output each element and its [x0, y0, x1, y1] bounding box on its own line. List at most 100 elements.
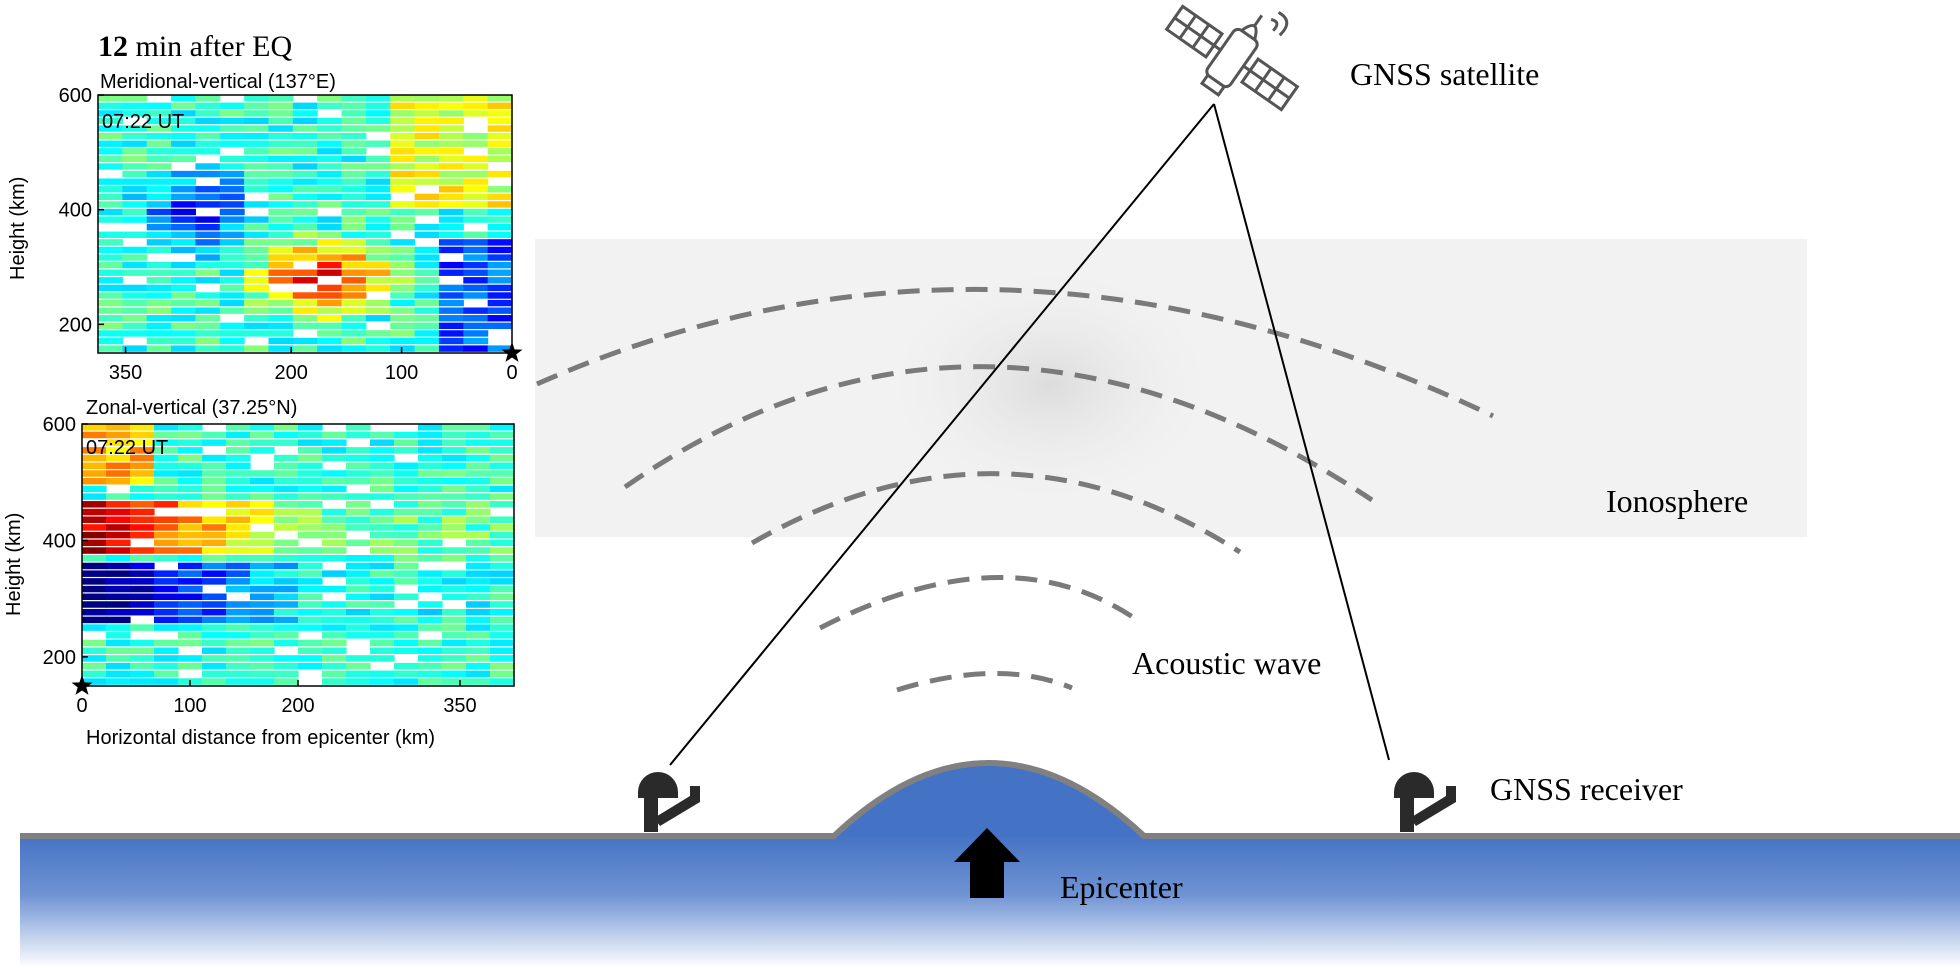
heatmap-cell: [463, 110, 489, 117]
heatmap-cell: [171, 170, 197, 178]
heatmap-cell: [298, 508, 323, 516]
heatmap-cell: [298, 608, 323, 616]
heatmap-cell: [195, 117, 221, 125]
heatmap-cell: [178, 501, 203, 508]
heatmap-cell: [202, 639, 227, 647]
heatmap-cell: [463, 132, 489, 140]
heatmap-cell: [122, 148, 148, 155]
heatmap-cell: [490, 616, 515, 624]
wave-arc-1: [535, 286, 1495, 419]
heatmap-cell: [146, 125, 172, 132]
heatmap-cell: [438, 125, 464, 132]
heatmap-cell: [317, 95, 343, 102]
heatmap-cell: [298, 447, 323, 454]
heatmap-cell: [322, 516, 347, 523]
heatmap-cell: [130, 608, 155, 616]
heatmap-cell: [463, 246, 489, 254]
heatmap-cell: [317, 125, 343, 132]
heatmap-cell: [370, 639, 395, 647]
heatmap-cell: [292, 277, 318, 284]
heatmap-cell: [390, 95, 416, 102]
heatmap-cell: [219, 284, 245, 292]
heatmap-cell: [178, 570, 203, 577]
heatmap-2-cells: [82, 424, 515, 685]
heatmap-cell: [370, 562, 395, 570]
heatmap-cell: [365, 269, 391, 276]
heatmap-cell: [438, 292, 464, 299]
heatmap-cell: [122, 269, 148, 276]
heatmap-cell: [317, 246, 343, 254]
heatmap-cell: [390, 307, 416, 314]
heatmap-cell: [466, 632, 491, 639]
heatmap-cell: [82, 585, 107, 593]
heatmap-cell: [292, 299, 318, 307]
heatmap-cell: [146, 155, 172, 163]
heatmap-cell: [463, 345, 489, 352]
heatmap-cell: [274, 547, 299, 554]
heatmap-cell: [178, 608, 203, 616]
heatmap-cell: [195, 132, 221, 140]
heatmap-cell: [390, 292, 416, 299]
heatmap-cell: [390, 148, 416, 155]
heatmap-cell: [365, 178, 391, 185]
heatmap-cell: [370, 485, 395, 493]
heatmap-cell: [274, 454, 299, 462]
heatmap-cell: [298, 470, 323, 477]
heatmap-cell: [370, 608, 395, 616]
heatmap-cell: [171, 208, 197, 216]
heatmap-cell: [292, 155, 318, 163]
heatmap-cell: [244, 201, 270, 208]
heatmap-cell: [414, 224, 440, 231]
heatmap-cell: [226, 608, 251, 616]
heatmap-cell: [146, 337, 172, 345]
heatmap-cell: [298, 424, 323, 431]
heatmap-cell: [154, 470, 179, 477]
heatmap-cell: [226, 578, 251, 585]
heatmap-cell: [487, 292, 513, 299]
heatmap-cell: [178, 593, 203, 601]
heatmap-cell: [317, 345, 343, 352]
satellite-label: GNSS satellite: [1350, 56, 1539, 92]
heatmap-cell: [292, 239, 318, 246]
heatmap-cell: [341, 322, 367, 330]
heatmap-cell: [463, 292, 489, 299]
heatmap-cell: [274, 624, 299, 631]
heatmap-cell: [268, 254, 294, 261]
x-tick-label: 0: [506, 362, 517, 384]
heatmap-cell: [226, 639, 251, 647]
heatmap-cell: [438, 261, 464, 269]
heatmap-cell: [268, 140, 294, 147]
heatmap-cell: [178, 585, 203, 593]
heatmap-cell: [466, 501, 491, 508]
heatmap-cell: [195, 216, 221, 223]
heatmap-cell: [466, 562, 491, 570]
heatmap-cell: [298, 585, 323, 593]
heatmap-cell: [106, 501, 131, 508]
heatmap-cell: [414, 345, 440, 352]
heatmap-1-time-label: 07:22 UT: [102, 111, 184, 133]
heatmap-cell: [394, 678, 419, 685]
heatmap-cell: [463, 231, 489, 238]
heatmap-cell: [146, 170, 172, 178]
heatmap-cell: [250, 585, 275, 593]
heatmap-cell: [490, 555, 515, 562]
heatmap-cell: [487, 140, 513, 147]
heatmap-cell: [390, 155, 416, 163]
heatmap-cell: [82, 624, 107, 631]
heatmap-cell: [466, 431, 491, 439]
x-tick-label: 100: [385, 362, 418, 384]
heatmap-cell: [341, 125, 367, 132]
heatmap-cell: [219, 299, 245, 307]
heatmap-cell: [146, 148, 172, 155]
heatmap-cell: [490, 662, 515, 670]
heatmap-cell: [490, 678, 515, 685]
heatmap-cell: [414, 231, 440, 238]
heatmap-cell: [226, 431, 251, 439]
y-tick-label: 400: [43, 530, 76, 552]
heatmap-cell: [346, 477, 371, 485]
heatmap-cell: [122, 254, 148, 261]
heatmap-cell: [442, 508, 467, 516]
heatmap-cell: [171, 231, 197, 238]
heatmap-cell: [122, 125, 148, 132]
heatmap-cell: [106, 662, 131, 670]
